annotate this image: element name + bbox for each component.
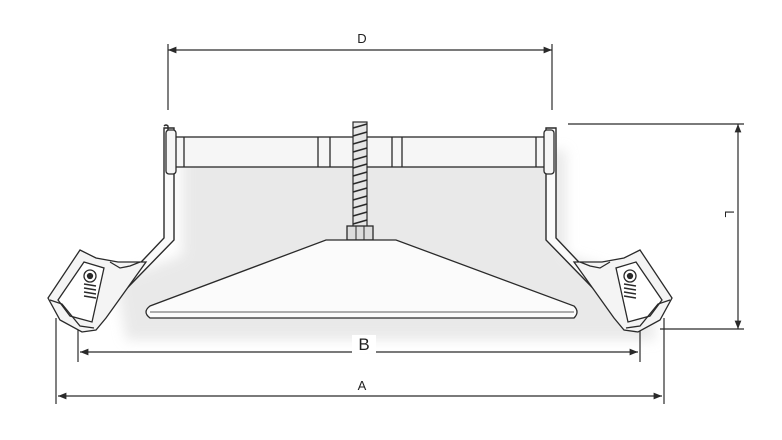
pressure-plate [145,239,578,319]
dimension-b-label: B [358,335,369,354]
dimension-l [568,123,744,330]
dimension-l-label: L [722,210,737,217]
left-hook-clamp [47,249,148,333]
threaded-screw [346,121,374,241]
dimension-a-label: A [358,378,367,393]
right-hook-clamp [572,249,673,333]
dimension-d-label: D [357,31,366,46]
dimension-d [167,44,553,110]
dimension-a [55,318,665,404]
dimension-a-label-bg [354,377,372,393]
dimension-b-label-bg [352,335,376,353]
dimension-d-label-bg [352,30,374,46]
